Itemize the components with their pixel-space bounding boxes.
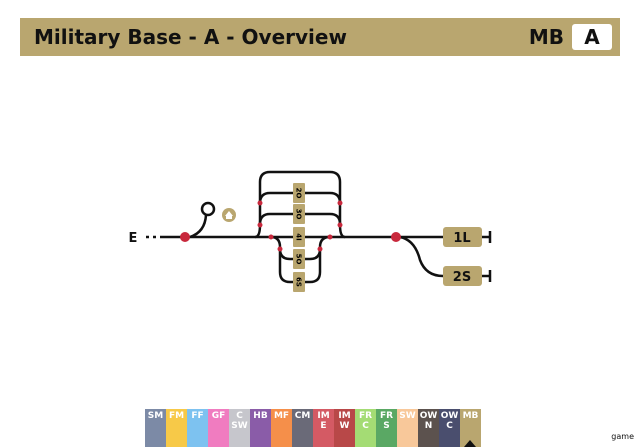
tab-label: C <box>236 411 243 421</box>
header-bar: Military Base - A - Overview MB A <box>20 18 620 56</box>
tab-cm[interactable]: CM <box>292 409 313 447</box>
entry-label: E <box>129 231 138 246</box>
branch-2S <box>399 235 444 278</box>
footer-tag: game <box>611 432 634 441</box>
tab-label: FR <box>379 411 394 421</box>
exit-2S[interactable]: 2S <box>443 266 482 286</box>
svg-text:4I: 4I <box>295 233 303 240</box>
tab-sublabel: S <box>383 421 390 431</box>
tab-label: SW <box>399 411 416 421</box>
tab-label: GF <box>211 411 226 421</box>
tab-gf[interactable]: GF <box>208 409 229 447</box>
junction-dot <box>180 232 190 242</box>
tab-fm[interactable]: FM <box>166 409 187 447</box>
tab-label: CM <box>294 411 311 421</box>
tab-label: SM <box>147 411 164 421</box>
tab-label: OW <box>419 411 438 421</box>
tab-label: MF <box>273 411 290 421</box>
svg-text:3O: 3O <box>295 209 303 220</box>
variant-badge[interactable]: A <box>572 24 612 50</box>
tab-sublabel: N <box>424 421 433 431</box>
tab-sw[interactable]: SW <box>397 409 418 447</box>
tab-sublabel: C <box>362 421 369 431</box>
track-label-5O[interactable]: 5O <box>293 249 305 269</box>
svg-text:6S: 6S <box>295 277 303 287</box>
track-label-4I[interactable]: 4I <box>293 227 305 247</box>
tab-label: MB <box>462 411 479 421</box>
tab-sublabel: SW <box>231 421 248 431</box>
tab-sublabel: W <box>339 421 350 431</box>
tab-label: IM <box>317 411 330 421</box>
track-label-2O[interactable]: 2O <box>293 183 305 203</box>
tab-label: OW <box>440 411 459 421</box>
track-label-3O[interactable]: 3O <box>293 204 305 224</box>
junction-dot <box>391 232 401 242</box>
tab-hb[interactable]: HB <box>250 409 271 447</box>
svg-text:2O: 2O <box>295 188 303 199</box>
tab-label: HB <box>253 411 268 421</box>
tab-label: FR <box>358 411 373 421</box>
tab-sublabel: C <box>446 421 453 431</box>
track-label-6S[interactable]: 6S <box>293 272 305 292</box>
tab-label: IM <box>338 411 351 421</box>
outer-loop <box>254 170 346 239</box>
loop-end <box>200 201 216 217</box>
svg-text:1L: 1L <box>453 231 470 246</box>
tab-mf[interactable]: MF <box>271 409 292 447</box>
svg-text:5O: 5O <box>295 254 303 265</box>
tab-sm[interactable]: SM <box>145 409 166 447</box>
loop-spur <box>189 214 208 239</box>
house-icon[interactable] <box>222 208 236 222</box>
tab-label: FF <box>191 411 204 421</box>
active-indicator-icon <box>464 440 476 447</box>
exit-1L[interactable]: 1L <box>443 227 482 247</box>
tab-mb[interactable]: MB <box>460 409 481 447</box>
area-code: MB <box>528 25 564 49</box>
svg-text:2S: 2S <box>453 270 471 285</box>
page-title: Military Base - A - Overview <box>34 25 347 49</box>
tab-label: FM <box>168 411 185 421</box>
tab-ff[interactable]: FF <box>187 409 208 447</box>
tab-sublabel: E <box>320 421 327 431</box>
